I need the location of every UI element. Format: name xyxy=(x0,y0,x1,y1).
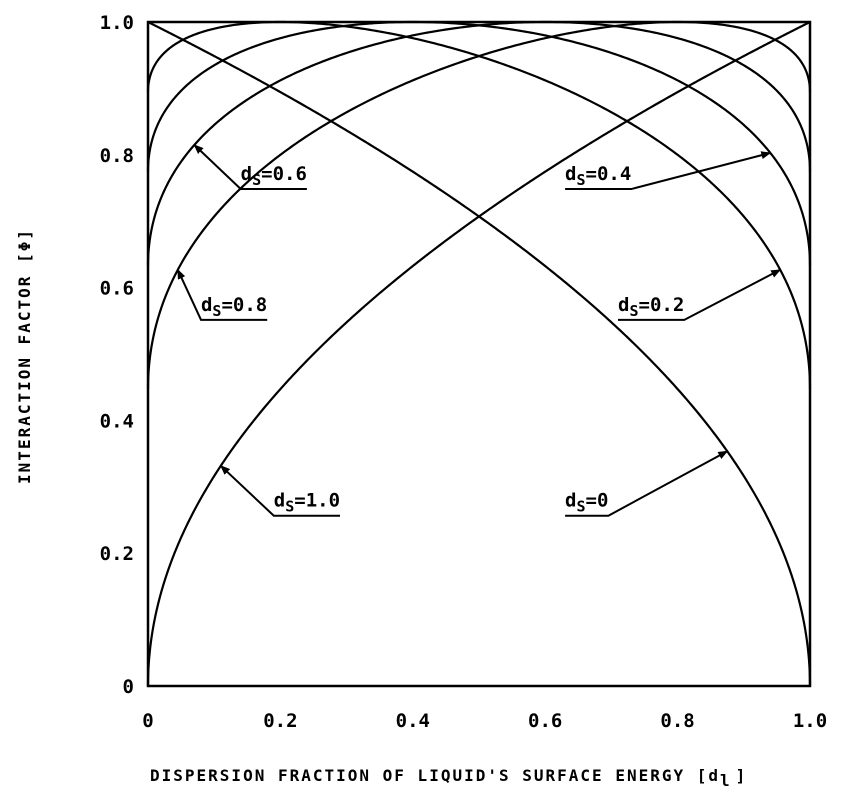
curve-series-3 xyxy=(146,20,812,267)
curve-label-1: dS=0.4 xyxy=(565,163,631,189)
curve-label-leader-0 xyxy=(193,144,307,191)
y-tick-label-4: 0.8 xyxy=(100,145,134,167)
curve-annotation-group: dS=0.6 dS=0.4 dS=0.8 dS=0.2 dS=1.0 dS=0 xyxy=(176,144,782,517)
curve-series-1 xyxy=(146,20,812,390)
curve-label-3: dS=0.2 xyxy=(618,294,684,320)
curve-label-4: dS=1.0 xyxy=(274,490,340,516)
curve-series-4 xyxy=(146,20,812,390)
curve-label-2: dS=0.8 xyxy=(201,294,267,320)
x-tick-label-0: 0 xyxy=(142,710,153,732)
curve-label-leader-3 xyxy=(618,268,782,321)
y-tick-label-3: 0.6 xyxy=(100,278,134,300)
curve-label-5: dS=0 xyxy=(565,490,608,516)
x-tick-label-2: 0.4 xyxy=(396,710,430,732)
curve-label-leader-5 xyxy=(565,450,729,517)
curve-series-0 xyxy=(147,20,812,687)
curve-series-5 xyxy=(146,20,811,687)
plot-frame xyxy=(146,20,812,688)
curve-label-0: dS=0.6 xyxy=(241,163,307,189)
y-tick-label-1: 0.2 xyxy=(100,543,134,565)
curve-label-leader-4 xyxy=(220,465,340,517)
x-tick-label-4: 0.8 xyxy=(660,710,694,732)
curve-label-leader-1 xyxy=(565,151,772,191)
x-axis-label: DISPERSION FRACTION OF LIQUID'S SURFACE … xyxy=(150,766,747,790)
x-tick-label-5: 1.0 xyxy=(793,710,827,732)
curve-series-group xyxy=(146,20,812,687)
y-tick-label-5: 1.0 xyxy=(100,12,134,34)
x-tick-label-group: 0 0.2 0.4 0.6 0.8 1.0 xyxy=(142,710,827,732)
y-tick-label-0: 0 xyxy=(123,676,134,698)
y-tick-label-2: 0.4 xyxy=(100,410,134,432)
x-tick-label-3: 0.6 xyxy=(528,710,562,732)
curve-label-leader-2 xyxy=(176,268,268,321)
x-tick-label-1: 0.2 xyxy=(263,710,297,732)
y-axis-label: INTERACTION FACTOR [Φ] xyxy=(15,228,34,484)
curve-series-2 xyxy=(146,20,812,267)
y-tick-label-group: 0 0.2 0.4 0.6 0.8 1.0 xyxy=(100,12,134,698)
